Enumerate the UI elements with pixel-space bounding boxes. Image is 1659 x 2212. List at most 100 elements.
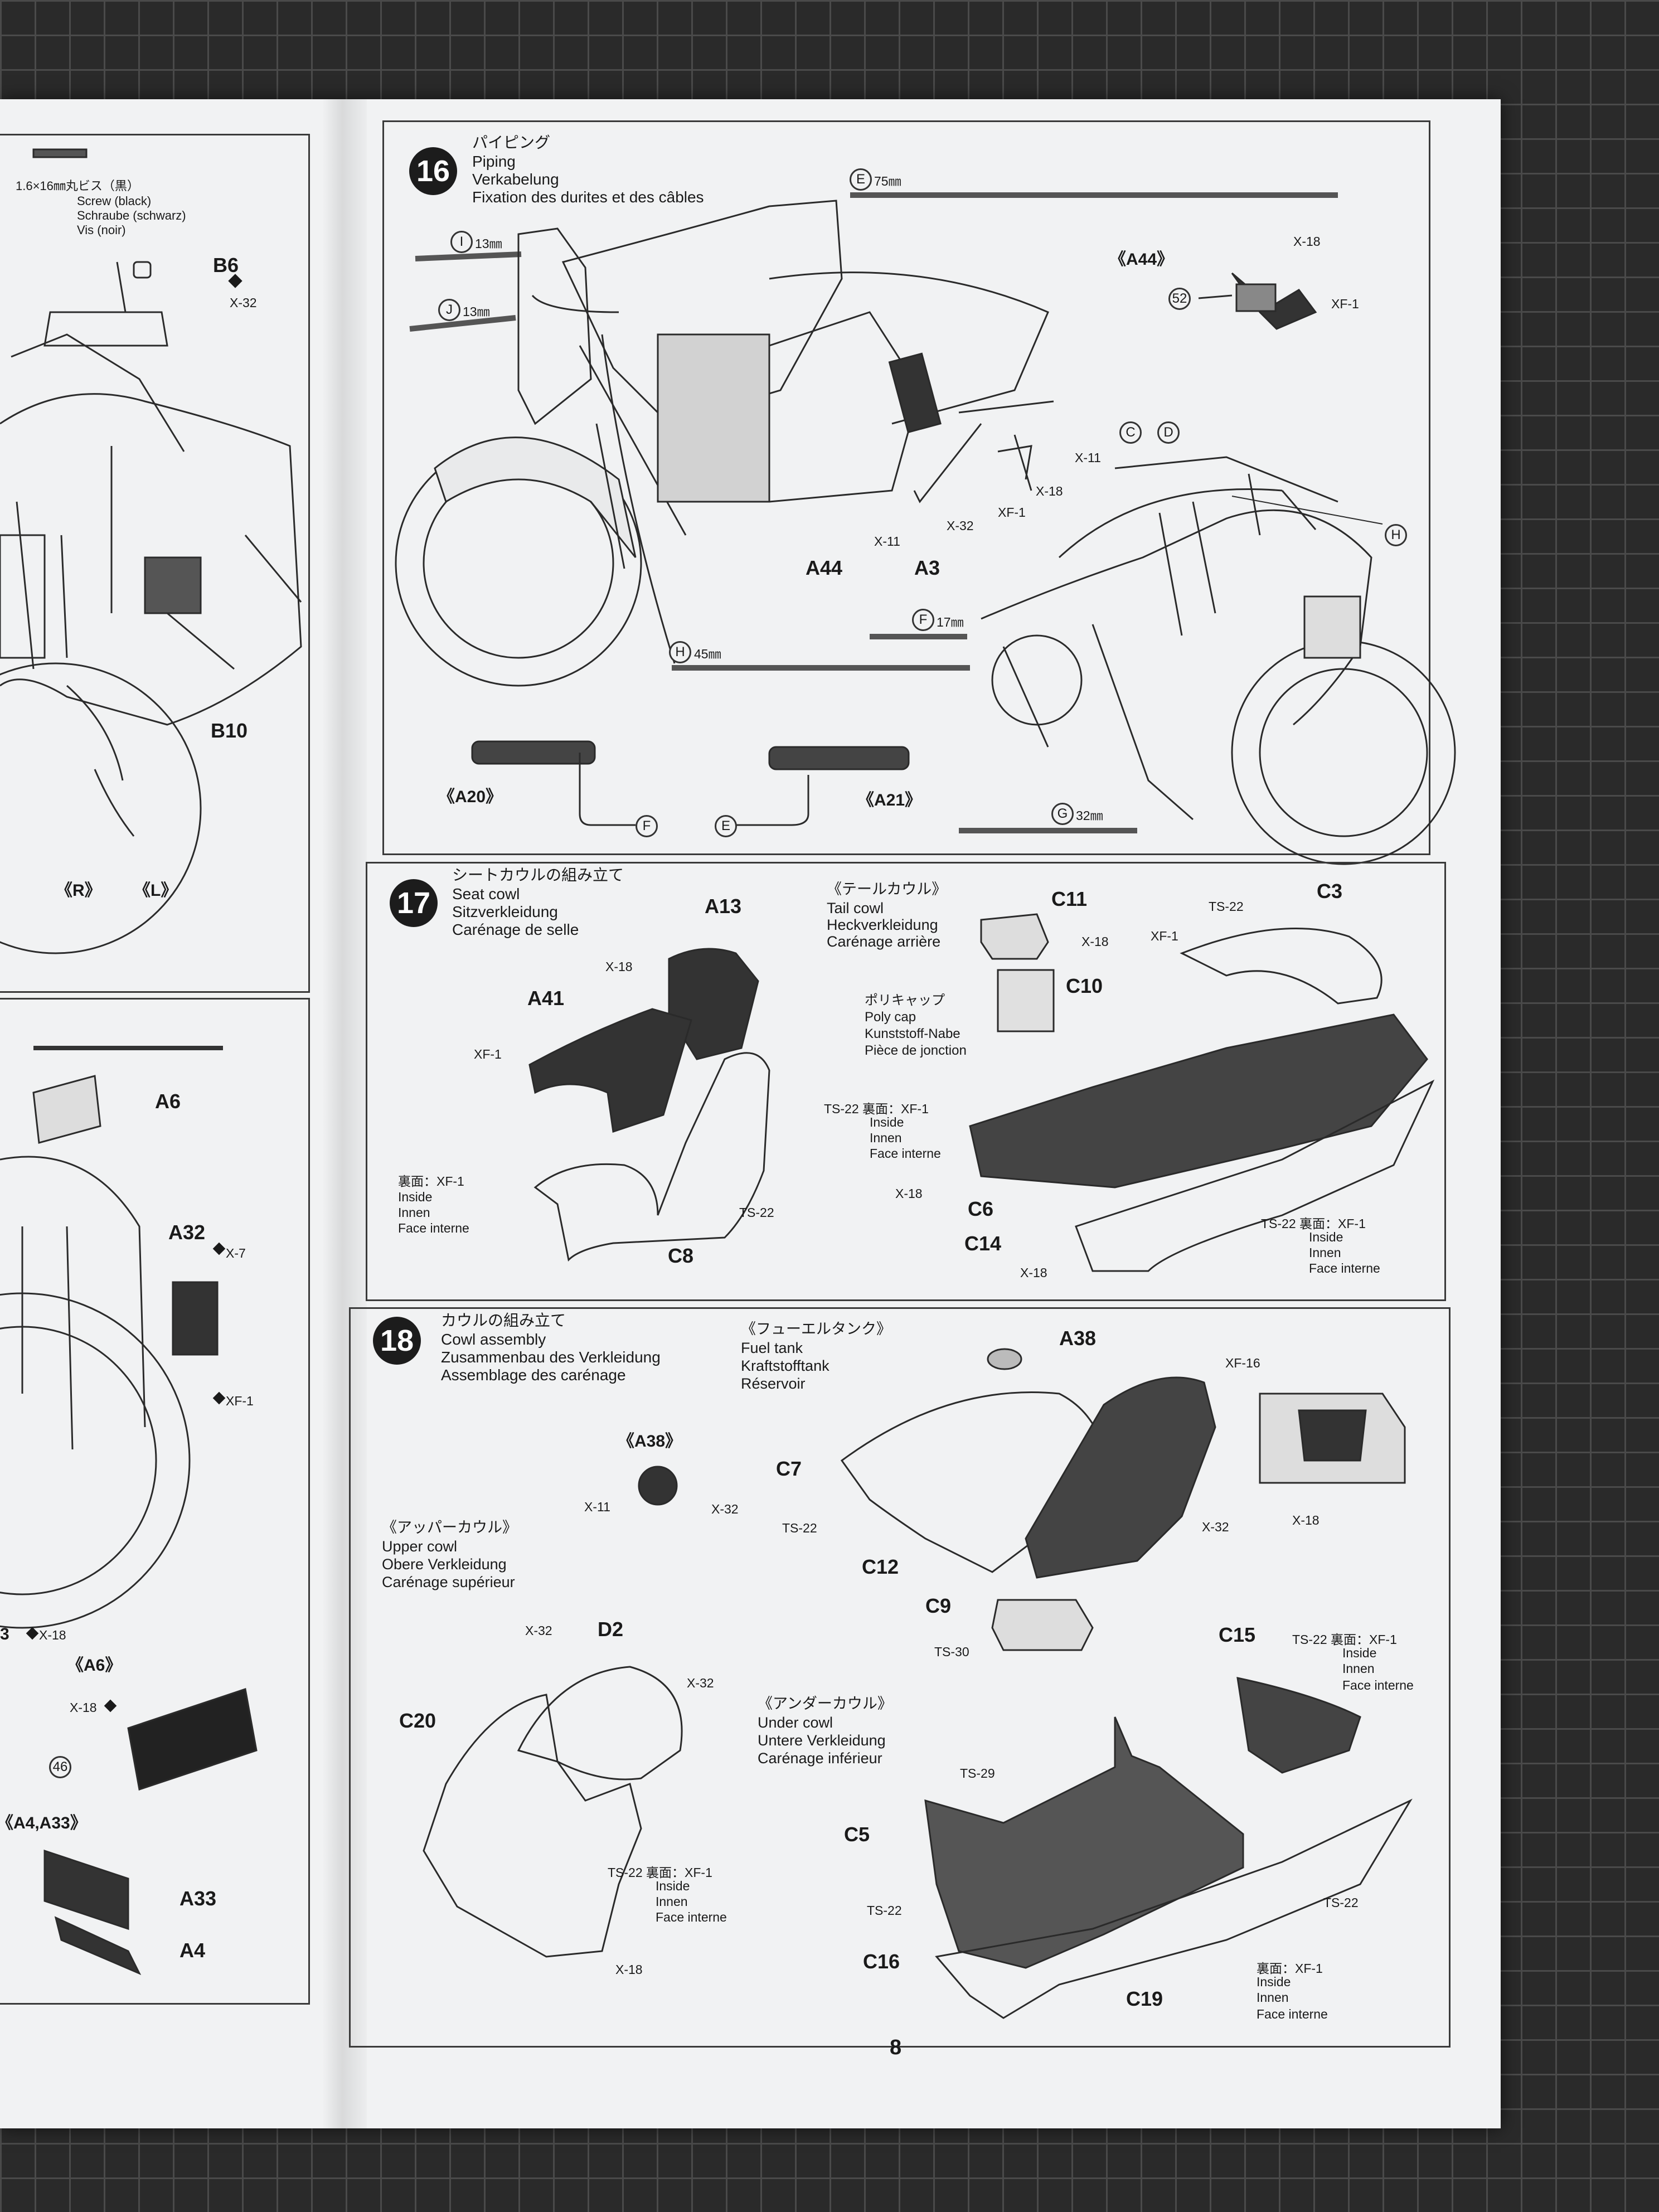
label-a21-detail: 《A21》 — [857, 791, 922, 809]
paint-x18-c20: X-18 — [615, 1962, 643, 1977]
label-a44-detail: 《A44》 — [1109, 250, 1174, 269]
label-a6-detail: 《A6》 — [67, 1656, 122, 1675]
seat-inside-de: Innen — [398, 1205, 430, 1220]
screw-note-de: Schraube (schwarz) — [77, 208, 186, 222]
tube-f-end-a20: F — [636, 815, 658, 837]
upper-cowl-title-jp: 《アッパーカウル》 — [382, 1519, 517, 1536]
paint-x11-a3: X-11 — [1075, 450, 1101, 465]
under-inside-fr: Face interne — [1257, 2007, 1328, 2021]
seat-inside-en: Inside — [398, 1190, 433, 1204]
polycap-fr: Pièce de jonction — [865, 1043, 967, 1058]
tube-h-marker-front: H — [669, 641, 691, 663]
paint-x32-d2-left: X-32 — [525, 1623, 552, 1638]
paint-ts22-c19: TS-22 — [1323, 1895, 1359, 1910]
part-a41: A41 — [527, 987, 565, 1010]
seat-inside-jp: 裏面：XF-1 — [398, 1174, 464, 1189]
paint-x32-a38: X-32 — [711, 1502, 739, 1516]
inside-de-c20: Innen — [656, 1894, 688, 1909]
paint-x32-d2-right: X-32 — [687, 1676, 714, 1690]
paint-ts22-c15: TS-22 裏面：XF-1 — [1292, 1632, 1397, 1647]
part-a3: A3 — [914, 556, 940, 579]
fuel-tank-title-en: Fuel tank — [741, 1340, 803, 1356]
paint-xf1-c3: XF-1 — [1151, 929, 1178, 943]
paint-xf1-seat: XF-1 — [474, 1047, 502, 1061]
inside-en-c20: Inside — [656, 1879, 690, 1893]
part-c12: C12 — [862, 1555, 899, 1578]
step16-title-jp: パイピング — [472, 134, 551, 151]
inside-fr-c15: Face interne — [1342, 1678, 1414, 1692]
part-c15: C15 — [1219, 1623, 1256, 1646]
paint-x18-c6: X-18 — [895, 1186, 923, 1201]
part-c14: C14 — [964, 1232, 1002, 1255]
paint-x11-a38: X-11 — [584, 1500, 610, 1514]
part-c5: C5 — [844, 1823, 870, 1846]
under-cowl-title-fr: Carénage inférieur — [758, 1750, 882, 1767]
step16-title-en: Piping — [472, 153, 516, 170]
polycap-de: Kunststoff-Nabe — [865, 1026, 961, 1041]
paint-x7: X-7 — [226, 1246, 246, 1260]
paint-x18-left-a: X-18 — [39, 1628, 66, 1642]
part-3: 3 — [0, 1625, 9, 1643]
part-a4: A4 — [180, 1939, 206, 1962]
tail-cowl-title-fr: Carénage arrière — [827, 933, 941, 950]
paint-x32-a44: X-32 — [947, 518, 974, 533]
tube-e-marker: E — [850, 168, 872, 191]
under-inside-de: Innen — [1257, 1990, 1289, 2005]
tube-f-length: 17㎜ — [937, 615, 964, 629]
part-c6: C6 — [968, 1197, 994, 1220]
part-c9: C9 — [925, 1594, 952, 1617]
step17-title-en: Seat cowl — [452, 885, 520, 903]
paint-x18-a44: X-18 — [1293, 234, 1321, 249]
step18-title-de: Zusammenbau des Verkleidung — [441, 1348, 661, 1366]
inside-de-c15: Innen — [1342, 1661, 1375, 1676]
screw-note-fr: Vis (noir) — [77, 223, 126, 237]
inside-fr-c6: Face interne — [870, 1146, 941, 1161]
paint-ts22-c7: TS-22 — [782, 1521, 817, 1535]
seat-inside-fr: Face interne — [398, 1221, 469, 1235]
part-c7: C7 — [776, 1457, 802, 1480]
step16-title-fr: Fixation des durites et des câbles — [472, 188, 704, 206]
tube-g-marker: G — [1051, 803, 1074, 825]
tube-j-marker: J — [438, 299, 460, 321]
part-c20: C20 — [399, 1709, 436, 1732]
tube-f-marker: F — [912, 609, 934, 631]
step17-number: 17 — [390, 879, 438, 927]
under-inside-jp: 裏面：XF-1 — [1257, 1961, 1323, 1976]
tube-c-marker: C — [1119, 421, 1142, 444]
step18-title-en: Cowl assembly — [441, 1331, 546, 1348]
fuel-tank-title-jp: 《フューエルタンク》 — [741, 1321, 891, 1337]
paint-ts22-c6: TS-22 裏面：XF-1 — [824, 1102, 929, 1116]
label-a38-detail: 《A38》 — [618, 1432, 682, 1451]
part-c3: C3 — [1317, 880, 1343, 903]
step16-title-de: Verkabelung — [472, 171, 559, 188]
part-a6: A6 — [155, 1090, 181, 1113]
part-46-marker: 46 — [49, 1756, 71, 1778]
paint-x18-tank: X-18 — [1292, 1513, 1320, 1527]
paint-x32-left: X-32 — [230, 295, 257, 310]
part-b6: B6 — [213, 254, 239, 276]
inside-en-c6: Inside — [870, 1115, 904, 1129]
paint-ts29: TS-29 — [960, 1766, 995, 1781]
inside-de-c6: Innen — [870, 1131, 902, 1145]
paint-x11-a44: X-11 — [874, 534, 900, 549]
label-a20-detail: 《A20》 — [438, 788, 503, 806]
inside-de-c14: Innen — [1309, 1245, 1341, 1260]
step17-panel: 17 シートカウルの組み立て Seat cowl Sitzverkleidung… — [366, 862, 1446, 1301]
paint-x32-tank: X-32 — [1202, 1520, 1229, 1534]
paint-ts22-c16: TS-22 — [867, 1903, 902, 1918]
paint-xf1-left: XF-1 — [226, 1394, 254, 1408]
under-cowl-title-en: Under cowl — [758, 1714, 833, 1731]
step16-panel: 16 パイピング Piping Verkabelung Fixation des… — [382, 120, 1430, 855]
left-page-drawings — [0, 148, 302, 1975]
tube-j-length: 13㎜ — [463, 304, 490, 319]
paint-ts22-c20: TS-22 裏面：XF-1 — [608, 1865, 712, 1880]
part-c16: C16 — [863, 1950, 900, 1973]
step18-title-fr: Assemblage des carénage — [441, 1366, 626, 1384]
under-inside-en: Inside — [1257, 1975, 1291, 1989]
part-d2: D2 — [598, 1618, 624, 1641]
paint-ts22-c14: TS-22 裏面：XF-1 — [1261, 1216, 1366, 1231]
part-a32: A32 — [168, 1221, 206, 1244]
polycap-jp: ポリキャップ — [865, 993, 945, 1008]
part-a33: A33 — [180, 1887, 217, 1910]
